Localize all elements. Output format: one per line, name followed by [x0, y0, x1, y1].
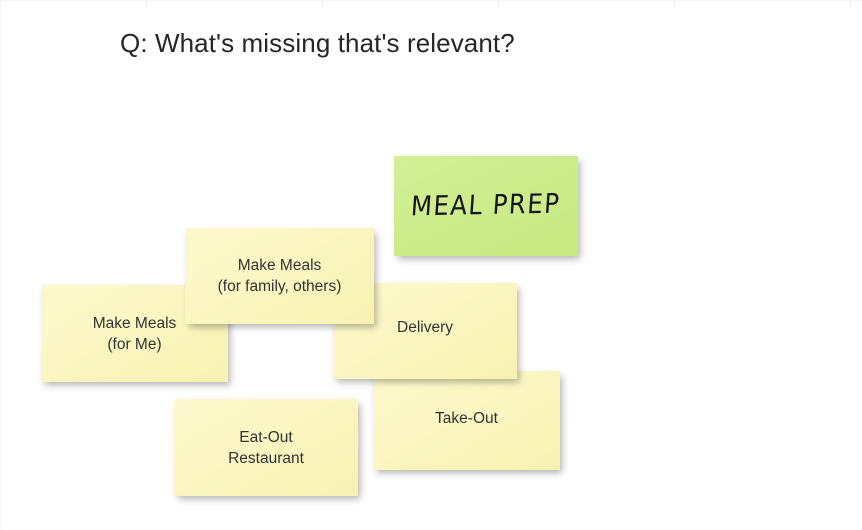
slide-guide-tick — [146, 0, 147, 9]
slide-guide-tick — [498, 0, 499, 9]
sticky-note-eat-out[interactable]: Eat-Out Restaurant — [174, 399, 358, 496]
slide-guide-tick — [322, 0, 323, 9]
sticky-note-make-meals-family[interactable]: Make Meals (for family, others) — [185, 228, 374, 324]
sticky-note-meal-prep[interactable]: MEAL PREP — [394, 156, 578, 256]
slide-left-guide — [0, 0, 1, 530]
slide-top-guide — [0, 0, 862, 1]
sticky-note-label: Delivery — [397, 318, 453, 336]
slide-guide-tick — [850, 0, 851, 9]
sticky-note-label: Make Meals (for Me) — [92, 314, 177, 353]
sticky-note-label: Take-Out — [435, 410, 498, 427]
sticky-note-label: MEAL PREP — [410, 188, 562, 223]
sticky-note-take-out[interactable]: Take-Out — [373, 371, 560, 470]
sticky-note-label: Eat-Out Restaurant — [228, 428, 304, 467]
slide-guide-tick — [674, 0, 675, 9]
sticky-note-label: Make Meals (for family, others) — [217, 257, 342, 295]
page-title: Q: What's missing that's relevant? — [120, 28, 515, 58]
